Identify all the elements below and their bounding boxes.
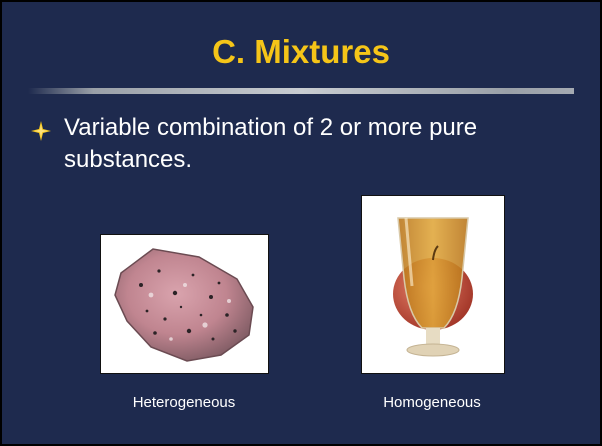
image-caption-homogeneous: Homogeneous xyxy=(383,394,481,411)
slide-title: C. Mixtures xyxy=(212,33,390,70)
bullet-text: Variable combination of 2 or more pure s… xyxy=(64,114,478,173)
bullet-item: Variable combination of 2 or more pure s… xyxy=(30,112,590,192)
four-point-star-icon xyxy=(31,121,51,141)
image-caption-heterogeneous: Heterogeneous xyxy=(132,394,236,411)
apple-juice-glass-image xyxy=(361,195,505,374)
granite-rock-image xyxy=(100,234,269,374)
title-divider xyxy=(28,88,574,94)
